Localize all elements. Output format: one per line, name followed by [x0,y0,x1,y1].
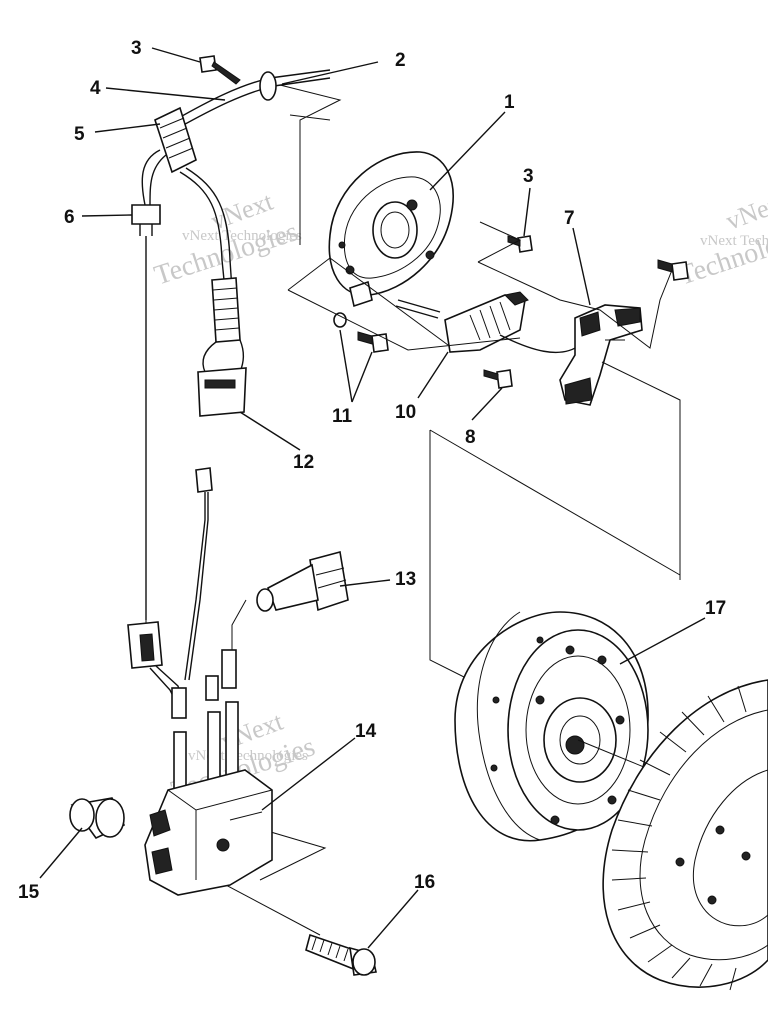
callout-10: 10 [395,402,416,423]
callout-labels: 1 2 3 3 4 5 6 7 8 10 11 12 13 14 15 16 1… [18,38,726,903]
callout-4: 4 [90,78,101,99]
callout-16: 16 [414,872,435,893]
mounting-bolt [305,933,377,976]
ignition-coil [144,649,273,896]
wire-clamp [259,71,277,101]
kill-switch [131,204,161,225]
stator-plate [328,151,581,353]
callout-3-right: 3 [523,166,534,187]
callout-8: 8 [465,427,476,448]
callout-2: 2 [395,50,406,71]
flywheel [454,611,701,842]
wiring-harness [131,55,331,620]
leader-lines [39,47,706,949]
callout-7: 7 [564,208,575,229]
callout-1: 1 [504,92,515,113]
callout-5: 5 [74,124,85,145]
bolt [199,55,241,85]
screw [483,369,513,389]
assembly-guide-lines [145,84,681,936]
screw [657,259,689,281]
watermark-text: vNext Technologies [700,233,768,249]
watermark-brand: vNext [722,186,768,235]
callout-17: 17 [705,598,726,619]
plug-connector [197,367,247,417]
screw [333,312,389,353]
connector-block [154,106,197,174]
callout-15: 15 [18,882,40,903]
stator-center-hole [372,201,418,259]
trigger-coil [559,304,643,406]
grommet [69,797,126,840]
cooling-fan [602,679,768,991]
callout-12: 12 [293,452,314,473]
callout-13: 13 [395,569,416,590]
spark-plug-cap [256,551,349,612]
watermark-text: vNext Technologies [182,228,302,244]
callout-6: 6 [64,207,75,228]
screw [507,235,533,253]
callout-11: 11 [332,406,353,427]
ground-lead [184,467,213,681]
callout-3-top: 3 [131,38,142,59]
callout-14: 14 [355,721,377,742]
